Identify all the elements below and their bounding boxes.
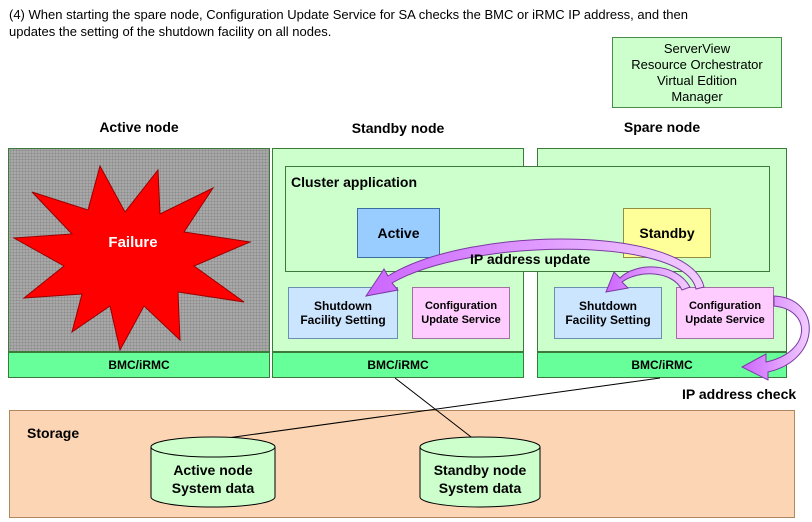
failure-star-icon [12,164,252,352]
standby-node-disk-icon [419,436,541,508]
manager-line-3: Virtual Edition [657,72,737,88]
caption-line-1: (4) When starting the spare node, Config… [9,7,688,22]
local-update-arrow-icon [605,266,691,293]
spare-config-line-2: Update Service [685,314,765,326]
failure-label: Failure [108,234,158,251]
cluster-application-label: Cluster application [291,174,418,190]
spare-config-line-1: Configuration [688,300,762,312]
standby-app-state: Active [357,208,440,258]
spare-shutdown-facility: Shutdown Facility Setting [554,287,662,339]
storage-box [9,410,795,518]
active-disk-label: Active node System data [151,461,275,497]
standby-to-standby-disk-line [394,377,476,441]
spare-node-title: Spare node [623,119,701,135]
standby-node-bmc: BMC/iRMC [272,352,524,378]
active-node-disk-icon [150,436,276,508]
standby-config-update-service: Configuration Update Service [412,287,510,339]
storage-label: Storage [27,425,80,441]
spare-shutdown-line-2: Facility Setting [565,313,651,327]
active-node-title: Active node [99,119,179,135]
standby-disk-line-2: System data [438,480,522,496]
standby-shutdown-line-1: Shutdown [314,299,372,313]
active-disk-line-1: Active node [173,462,253,478]
standby-disk-label: Standby node System data [420,461,540,497]
failure-burst [12,164,252,352]
caption-line-2: updates the setting of the shutdown faci… [9,24,332,39]
manager-box: ServerView Resource Orchestrator Virtual… [612,37,782,108]
standby-disk-line-1: Standby node [433,462,527,478]
standby-shutdown-line-2: Facility Setting [300,313,386,327]
manager-line-4: Manager [671,88,723,104]
active-disk-line-2: System data [171,480,255,496]
ip-check-arrow-icon [740,295,810,381]
standby-shutdown-facility: Shutdown Facility Setting [288,287,398,339]
spare-config-update-service: Configuration Update Service [676,287,774,339]
standby-node-title: Standby node [351,120,445,136]
ip-update-arrow-icon [364,238,705,297]
ip-update-label: IP address update [470,251,591,267]
standby-config-line-1: Configuration [424,300,498,312]
spare-shutdown-line-1: Shutdown [579,299,637,313]
manager-line-2: Resource Orchestrator [631,56,763,72]
standby-config-line-2: Update Service [421,314,501,326]
manager-line-1: ServerView [663,40,731,56]
spare-to-active-disk-line [212,377,661,441]
ip-check-label: IP address check [682,386,797,402]
caption: (4) When starting the spare node, Config… [9,6,789,40]
active-node-bmc: BMC/iRMC [8,352,270,378]
